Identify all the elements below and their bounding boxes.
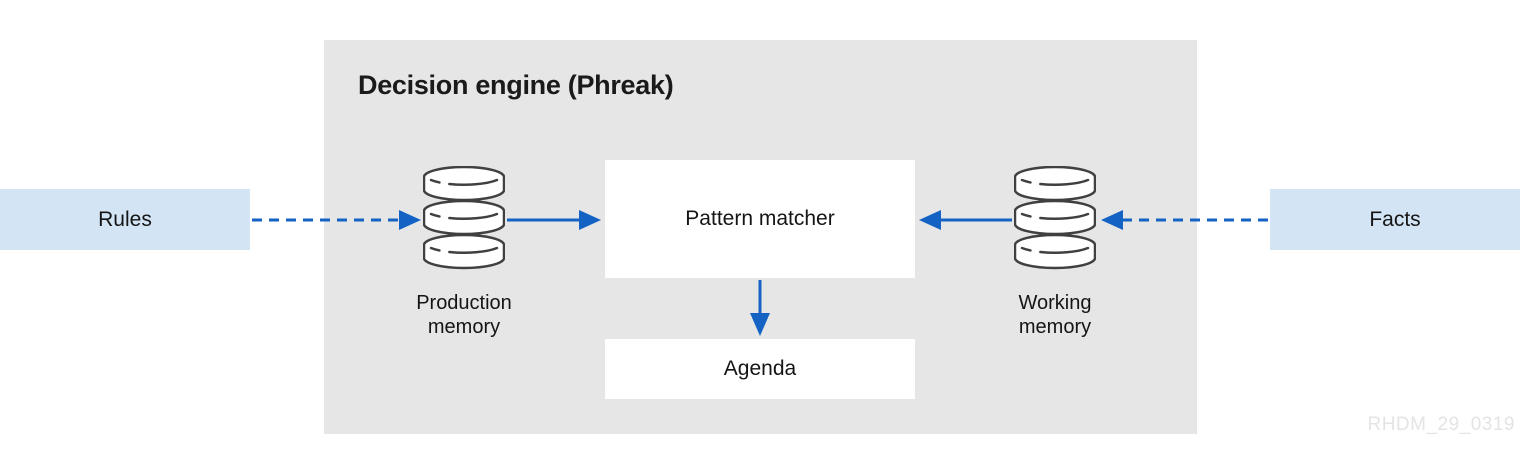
working-memory-label: Working memory: [1018, 292, 1092, 338]
database-icon: [423, 166, 505, 270]
facts-node: Facts: [1270, 189, 1520, 250]
diagram-title: Decision engine (Phreak): [358, 70, 674, 100]
agenda-node: Agenda: [605, 339, 915, 399]
pattern-matcher-label: Pattern matcher: [685, 207, 835, 230]
pattern-matcher-node: Pattern matcher: [605, 160, 915, 278]
database-icon: [1014, 166, 1096, 270]
agenda-label: Agenda: [723, 357, 797, 380]
facts-label: Facts: [1369, 207, 1421, 231]
rules-label: Rules: [98, 207, 152, 231]
watermark: RHDM_29_0319: [1367, 414, 1515, 435]
production-memory-label: Production memory: [416, 292, 512, 338]
rules-node: Rules: [0, 189, 250, 250]
